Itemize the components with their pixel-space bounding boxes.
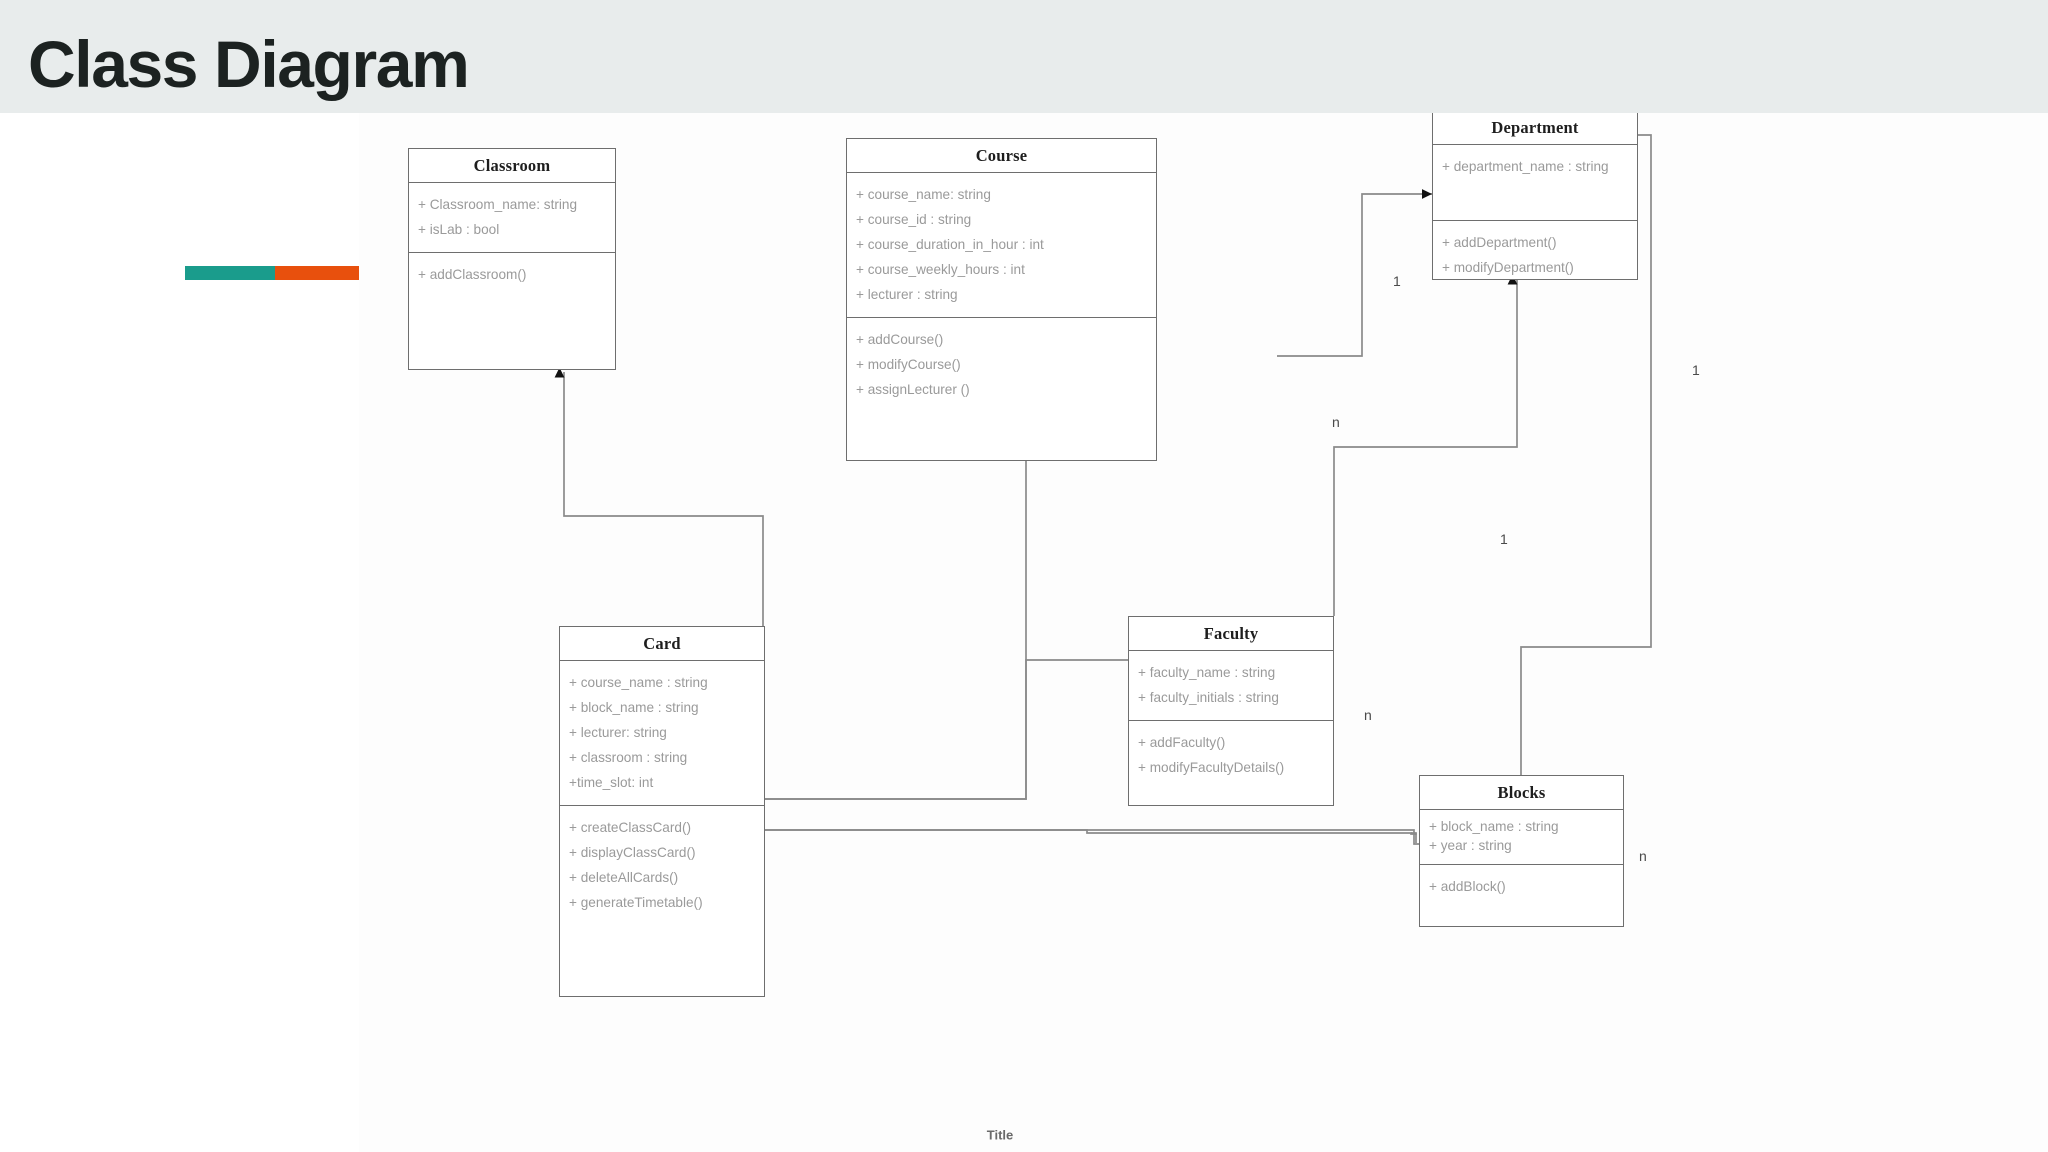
uml-class-department[interactable]: Department + department_name : string + … bbox=[1432, 113, 1638, 280]
uml-class-course[interactable]: Course + course_name: string + course_id… bbox=[846, 138, 1157, 461]
class-name-card: Card bbox=[560, 627, 764, 661]
multiplicity-course-to-department: 1 bbox=[1393, 273, 1401, 289]
class-attribute: + classroom : string bbox=[569, 749, 688, 765]
class-method: + deleteAllCards() bbox=[569, 869, 679, 885]
class-attribute: + lecturer: string bbox=[569, 724, 667, 740]
class-attribute: + faculty_name : string bbox=[1138, 664, 1276, 680]
class-name-blocks: Blocks bbox=[1420, 776, 1623, 810]
class-attribute: + block_name : string bbox=[1429, 818, 1559, 834]
uml-class-card[interactable]: Card + course_name : string + block_name… bbox=[559, 626, 765, 997]
class-attribute: + department_name : string bbox=[1442, 158, 1609, 174]
class-attributes-course: + course_name: string + course_id : stri… bbox=[847, 173, 1156, 319]
page-title: Class Diagram bbox=[28, 27, 470, 101]
class-methods-department: + addDepartment() + modifyDepartment() bbox=[1433, 221, 1637, 290]
edge-card-blocks bbox=[765, 829, 1417, 835]
class-methods-faculty: + addFaculty() + modifyFacultyDetails() bbox=[1129, 721, 1333, 790]
class-method: + assignLecturer () bbox=[856, 381, 970, 397]
class-method: + addDepartment() bbox=[1442, 234, 1557, 250]
class-attribute: + Classroom_name: string bbox=[418, 196, 578, 212]
class-attributes-faculty: + faculty_name : string + faculty_initia… bbox=[1129, 651, 1333, 722]
class-method: + addCourse() bbox=[856, 331, 944, 347]
multiplicity-faculty-to-department: 1 bbox=[1500, 531, 1508, 547]
class-name-course: Course bbox=[847, 139, 1156, 173]
edge-card-course bbox=[765, 460, 1027, 800]
class-method: + addClassroom() bbox=[418, 266, 527, 282]
class-attribute: + course_duration_in_hour : int bbox=[856, 236, 1044, 252]
bottom-placeholder-title: Title bbox=[986, 1127, 1014, 1143]
class-method: + modifyCourse() bbox=[856, 356, 961, 372]
accent-bar bbox=[185, 266, 360, 280]
class-attributes-card: + course_name : string + block_name : st… bbox=[560, 661, 764, 807]
class-attribute: + year : string bbox=[1429, 837, 1512, 853]
accent-bar-teal-segment bbox=[185, 266, 275, 280]
multiplicity-blocks-to-department: 1 bbox=[1692, 362, 1700, 378]
edge-card-faculty bbox=[765, 659, 1128, 800]
accent-bar-orange-segment bbox=[275, 266, 360, 280]
class-name-classroom: Classroom bbox=[409, 149, 615, 183]
class-attributes-department: + department_name : string bbox=[1433, 145, 1637, 221]
class-name-faculty: Faculty bbox=[1129, 617, 1333, 651]
uml-class-blocks[interactable]: Blocks + block_name : string + year : st… bbox=[1419, 775, 1624, 927]
class-methods-blocks: + addBlock() bbox=[1420, 865, 1623, 909]
slide-header-band bbox=[0, 0, 2048, 113]
edge-card-blocks-into-blocks bbox=[765, 829, 1419, 845]
class-attribute: + isLab : bool bbox=[418, 221, 500, 237]
class-method: + addFaculty() bbox=[1138, 734, 1226, 750]
class-method: + addBlock() bbox=[1429, 878, 1506, 894]
class-attributes-classroom: + Classroom_name: string + isLab : bool bbox=[409, 183, 615, 254]
class-methods-classroom: + addClassroom() bbox=[409, 253, 615, 297]
edge-card-classroom bbox=[554, 367, 764, 626]
class-name-department: Department bbox=[1433, 113, 1637, 145]
uml-class-faculty[interactable]: Faculty + faculty_name : string + facult… bbox=[1128, 616, 1334, 806]
multiplicity-faculty-from: n bbox=[1364, 707, 1372, 723]
class-attribute: +time_slot: int bbox=[569, 774, 654, 790]
class-methods-course: + addCourse() + modifyCourse() + assignL… bbox=[847, 318, 1156, 412]
class-method: + displayClassCard() bbox=[569, 844, 696, 860]
edge-faculty-department bbox=[1333, 274, 1518, 616]
class-attribute: + block_name : string bbox=[569, 699, 699, 715]
class-attribute: + course_name: string bbox=[856, 186, 991, 202]
edge-card-blocks-tail bbox=[1411, 832, 1417, 843]
multiplicity-blocks-from: n bbox=[1639, 848, 1647, 864]
class-attribute: + course_name : string bbox=[569, 674, 708, 690]
uml-class-classroom[interactable]: Classroom + Classroom_name: string + isL… bbox=[408, 148, 616, 370]
class-method: + createClassCard() bbox=[569, 819, 692, 835]
class-diagram-canvas[interactable]: Classroom + Classroom_name: string + isL… bbox=[359, 113, 2048, 1152]
class-method: + modifyFacultyDetails() bbox=[1138, 759, 1285, 775]
multiplicity-course-from: n bbox=[1332, 414, 1340, 430]
class-attributes-blocks: + block_name : string + year : string bbox=[1420, 810, 1623, 866]
class-attribute: + faculty_initials : string bbox=[1138, 689, 1279, 705]
class-methods-card: + createClassCard() + displayClassCard()… bbox=[560, 806, 764, 925]
class-attribute: + course_weekly_hours : int bbox=[856, 261, 1025, 277]
class-attribute: + course_id : string bbox=[856, 211, 972, 227]
class-method: + generateTimetable() bbox=[569, 894, 703, 910]
edge-course-department bbox=[1277, 189, 1432, 357]
class-attribute: + lecturer : string bbox=[856, 286, 958, 302]
class-method: + modifyDepartment() bbox=[1442, 259, 1574, 275]
